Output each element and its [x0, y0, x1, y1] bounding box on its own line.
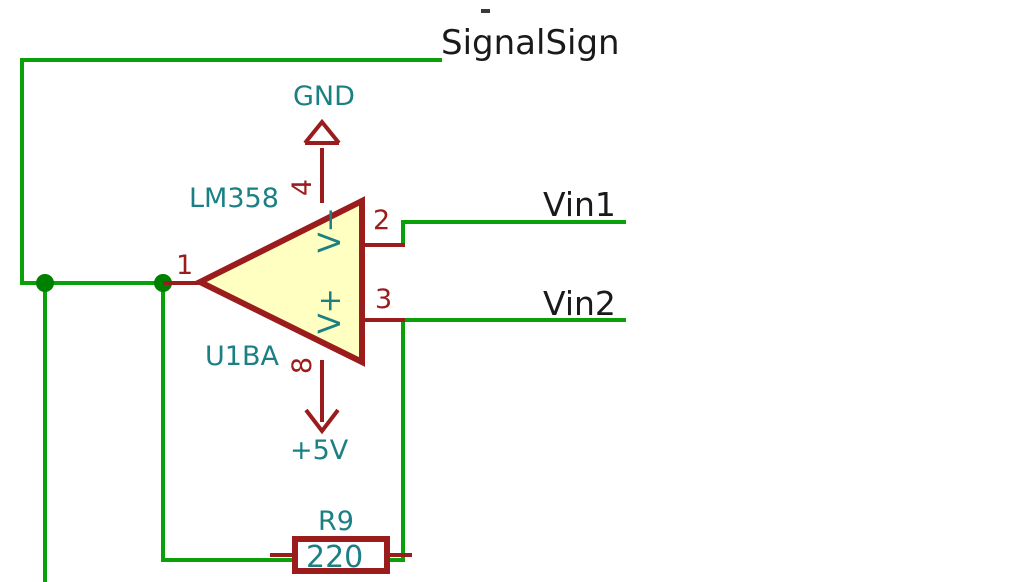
net-label-vin1[interactable]: Vin1 [543, 185, 616, 224]
opamp-noninverting-input-symbol: V+ [312, 288, 348, 334]
opamp-inverting-input-symbol: V− [312, 207, 348, 253]
resistor-r9-reference[interactable]: R9 [318, 506, 354, 537]
resistor-r9-value[interactable]: 220 [306, 540, 364, 575]
net-label-signalsign[interactable]: SignalSign [441, 23, 620, 63]
junction-left [36, 274, 54, 292]
opamp-part-number[interactable]: LM358 [189, 183, 279, 214]
gnd-arrowhead [303, 118, 341, 145]
net-label-vin2[interactable]: Vin2 [543, 284, 616, 323]
opamp-pin-number-2: 2 [373, 205, 391, 236]
pin-stub-group [163, 148, 405, 422]
vcc-arrowhead [304, 408, 340, 435]
cursor-artifact [481, 9, 490, 13]
opamp-reference-designator[interactable]: U1BA [205, 341, 279, 372]
gnd-symbol [303, 118, 341, 145]
power-label-gnd[interactable]: GND [293, 81, 355, 112]
opamp-pin-number-4: 4 [287, 178, 319, 197]
vcc-symbol [304, 408, 340, 435]
net-label-underlines [346, 58, 626, 322]
power-label-vcc[interactable]: +5V [290, 435, 349, 466]
opamp-triangle-body [193, 196, 365, 367]
opamp-pin-number-1: 1 [176, 250, 194, 281]
opamp-pin-number-3: 3 [375, 284, 393, 315]
opamp-pin-number-8: 8 [287, 356, 319, 375]
